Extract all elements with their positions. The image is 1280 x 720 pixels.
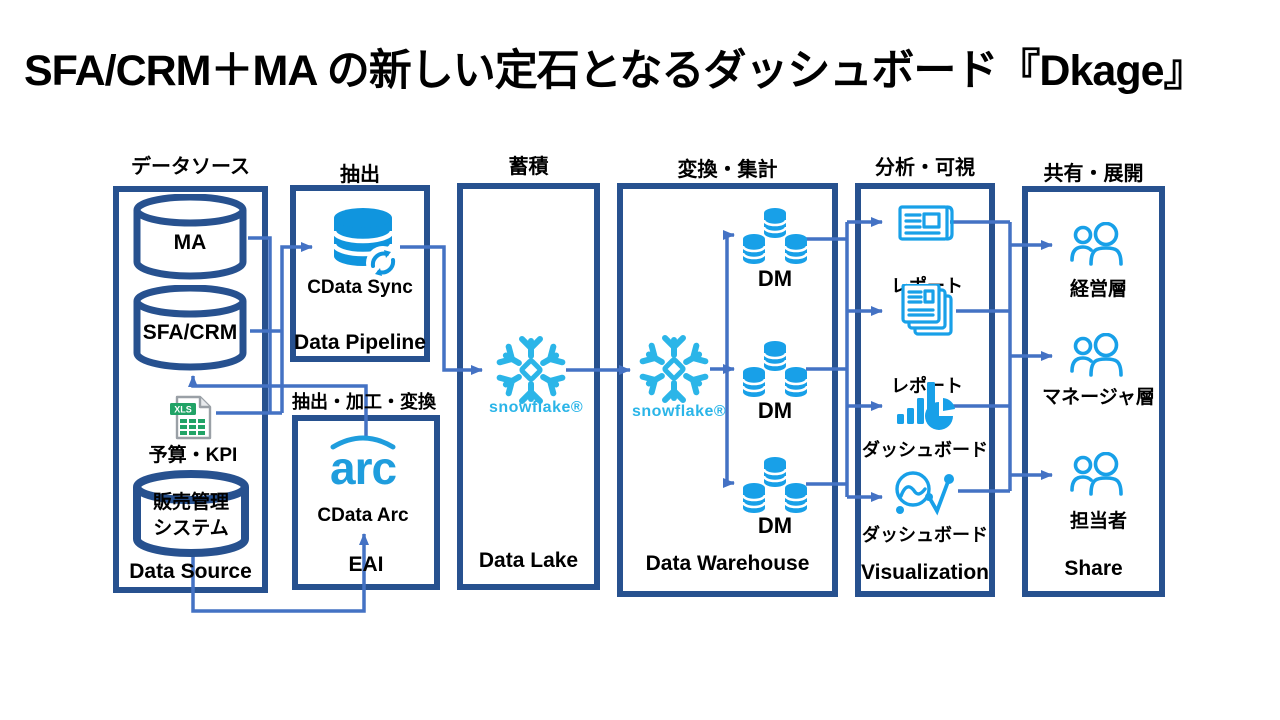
header-extract: 抽出 — [340, 164, 380, 186]
staff-label: 担当者 — [1069, 511, 1127, 532]
dm1-datamart-icon — [742, 208, 808, 264]
sfa-crm-label: SFA/CRM — [142, 321, 238, 344]
dashboard-chart-icon — [897, 382, 955, 430]
footer-lake: Data Lake — [478, 549, 579, 572]
header-accumulate: 蓄積 — [508, 156, 549, 178]
sales-mgmt-database-icon — [133, 470, 249, 557]
report-newspaper-icon — [898, 205, 954, 241]
header-transform: 変換・集計 — [677, 159, 778, 181]
ma-database-icon — [133, 194, 247, 280]
snowflake-icon-lake — [496, 336, 566, 404]
dm3-datamart-icon — [742, 457, 808, 513]
visualization-box — [855, 183, 995, 597]
dashboard1-label: ダッシュボード — [862, 440, 988, 460]
footer-warehouse: Data Warehouse — [645, 552, 810, 575]
arc-logo-text: arc — [330, 442, 397, 494]
arc-curve-icon — [330, 435, 396, 450]
footer-share: Share — [1064, 557, 1123, 580]
dm3-label: DM — [757, 513, 793, 538]
managers-people-icon — [1070, 333, 1123, 377]
cdata-sync-label: CData Sync — [307, 277, 413, 298]
footer-pipeline: Data Pipeline — [294, 331, 426, 354]
cdata-arc-label: CData Arc — [317, 505, 409, 526]
dm2-label: DM — [757, 398, 793, 423]
dashboard2-label: ダッシュボード — [862, 525, 988, 545]
executives-label: 経営層 — [1069, 279, 1127, 300]
executives-people-icon — [1070, 222, 1123, 266]
dm1-label: DM — [757, 266, 793, 291]
dm2-datamart-icon — [742, 341, 808, 397]
snowflake-icon-warehouse — [639, 335, 709, 403]
managers-label: マネージャ層 — [1042, 387, 1155, 408]
sfa-crm-database-icon — [133, 285, 247, 371]
footer-eai: EAI — [348, 553, 384, 576]
snowflake-wordmark-lake: snowflake® — [489, 399, 584, 416]
cdata-sync-icon — [331, 208, 400, 280]
xls-grid — [180, 419, 205, 435]
xls-badge-text: XLS — [174, 405, 192, 415]
sales-mgmt-label: 販売管理 システム — [128, 490, 254, 542]
eai-box — [292, 415, 440, 590]
ma-label: MA — [173, 231, 207, 254]
budget-kpi-label: 予算・KPI — [148, 445, 238, 466]
header-analyze: 分析・可視 — [875, 157, 975, 179]
header-data-source: データソース — [131, 156, 250, 178]
staff-people-icon — [1070, 452, 1123, 496]
footer-visualization: Visualization — [861, 561, 989, 584]
sync-badge — [366, 246, 400, 280]
sales-mgmt-line1: 販売管理 — [152, 492, 229, 513]
header-share: 共有・展開 — [1043, 163, 1144, 185]
report-stack-icon — [901, 284, 953, 336]
header-eai: 抽出・加工・変換 — [292, 392, 436, 412]
snowflake-wordmark-warehouse: snowflake® — [632, 403, 727, 420]
footer-data-source: Data Source — [129, 560, 252, 583]
dashboard-gauge-icon — [895, 471, 954, 516]
sales-mgmt-line2: システム — [153, 518, 229, 539]
page-title: SFA/CRM＋MA の新しい定石となるダッシュボード『Dkage』 — [24, 47, 1206, 95]
xls-file-icon: XLS — [170, 395, 212, 440]
